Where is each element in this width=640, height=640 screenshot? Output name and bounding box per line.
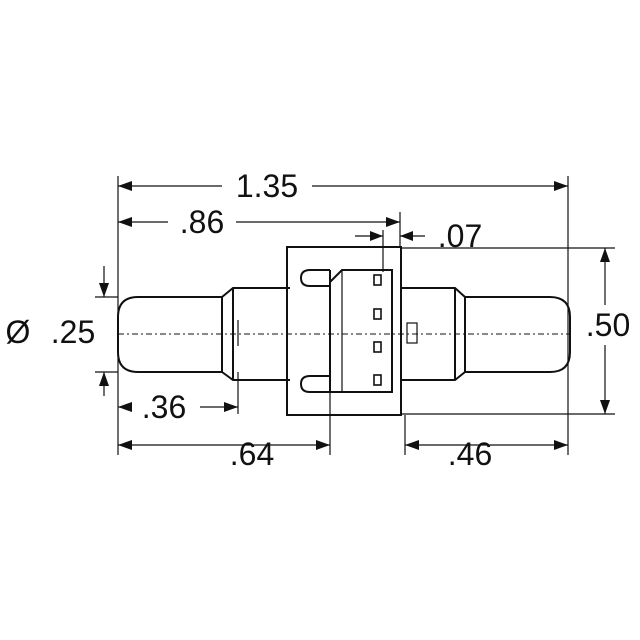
dim-label-diameter-symbol: Ø [6, 314, 31, 350]
contact-pad-1 [373, 274, 382, 286]
dim-label-diameter: .25 [51, 314, 95, 350]
dim-label-right-pin: .46 [448, 436, 492, 472]
housing-lower-slot [299, 375, 330, 393]
dim-overall-length: 1.35 [118, 168, 568, 204]
left-pin-shoulder [221, 287, 290, 381]
dim-height: .50 [586, 248, 630, 414]
right-pin [464, 296, 571, 373]
dim-label-housing-lip: .07 [438, 218, 482, 254]
connector-body [117, 246, 571, 416]
dim-to-body-edge: .64 [118, 436, 330, 472]
dim-to-housing-edge: .86 [118, 204, 400, 240]
dim-label-height: .50 [586, 307, 630, 343]
dim-right-pin: .46 [405, 436, 568, 472]
dim-left-pin: .36 [118, 389, 238, 425]
dim-label-to-housing-edge: .86 [180, 204, 224, 240]
housing-flange [286, 246, 402, 416]
dim-label-left-pin: .36 [142, 389, 186, 425]
contact-pad-3 [373, 341, 382, 353]
housing-upper-slot [299, 269, 330, 287]
dim-diameter: Ø .25 [6, 266, 109, 396]
dim-label-to-body-edge: .64 [230, 436, 274, 472]
contact-pad-2 [373, 308, 382, 320]
dim-housing-lip: .07 [355, 218, 482, 254]
contact-pad-4 [373, 374, 382, 386]
inner-body [329, 269, 393, 393]
dim-label-overall-length: 1.35 [236, 168, 298, 204]
right-inner-notch [406, 322, 418, 344]
